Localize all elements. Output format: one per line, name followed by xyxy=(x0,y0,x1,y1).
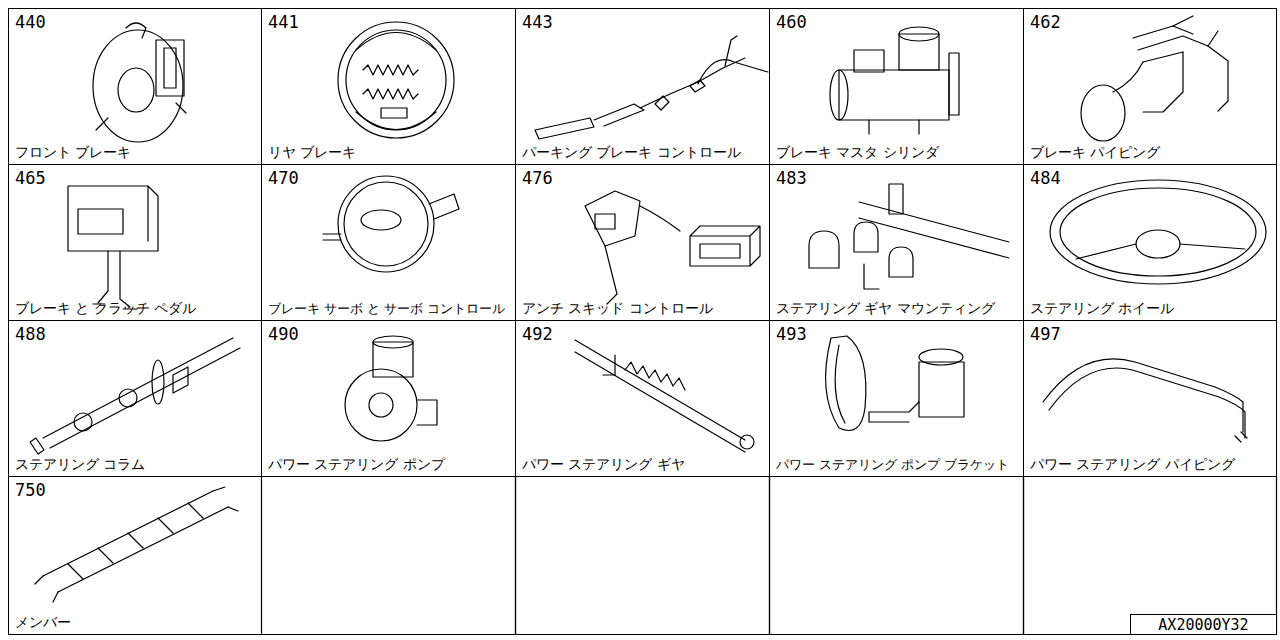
empty-cells xyxy=(262,477,1277,635)
part-group-name: パワー ステアリング パイピング xyxy=(1030,456,1235,473)
part-group-cell: 497 パワー ステアリング パイピング xyxy=(1023,320,1277,477)
pedal-figure xyxy=(68,186,158,309)
part-group-name: ブレーキ マスタ シリンダ xyxy=(776,144,939,161)
part-group-cell: 460 ブレーキ マスタ シリンダ xyxy=(769,8,1024,165)
callout-number: 470 xyxy=(268,168,299,188)
callout-number: 492 xyxy=(522,324,553,344)
part-group-name: アンチ スキッド コントロール xyxy=(522,300,713,317)
part-group-name: フロント ブレーキ xyxy=(15,144,131,161)
callout-number: 440 xyxy=(15,12,46,32)
member-figure xyxy=(35,487,238,602)
part-group-name: ステアリング コラム xyxy=(15,456,145,473)
drawing-code-box: AX20000Y32 xyxy=(1130,614,1277,635)
part-group-cell: 465 ブレーキ と クラッチ ペダル xyxy=(8,164,262,321)
callout-number: 750 xyxy=(15,480,46,500)
callout-number: 443 xyxy=(522,12,553,32)
callout-number: 476 xyxy=(522,168,553,188)
steering-column-figure xyxy=(30,338,240,454)
part-group-name: ブレーキ サーボ と サーボ コントロール xyxy=(268,302,505,317)
part-group-name: ブレーキ パイピング xyxy=(1030,144,1160,161)
part-group-cell: 441 リヤ ブレーキ xyxy=(261,8,516,165)
parking-brake-figure xyxy=(535,36,768,139)
callout-number: 465 xyxy=(15,168,46,188)
part-group-cell: 492 パワー ステアリング ギヤ xyxy=(515,320,770,477)
ps-piping-figure xyxy=(1043,359,1247,442)
callout-number: 497 xyxy=(1030,324,1061,344)
drawing-code: AX20000Y32 xyxy=(1158,616,1248,634)
part-group-cell: 493 パワー ステアリング ポンプ ブラケット xyxy=(769,320,1024,477)
part-group-name: ブレーキ と クラッチ ペダル xyxy=(15,300,196,317)
gear-mounting-figure xyxy=(809,184,1009,289)
part-group-name: パワー ステアリング ポンプ ブラケット xyxy=(776,458,1009,473)
ps-pump-figure xyxy=(345,336,437,441)
part-group-name: ステアリング ホイール xyxy=(1030,300,1174,317)
part-group-cell: 490 パワー ステアリング ポンプ xyxy=(261,320,516,477)
pump-bracket-figure xyxy=(826,336,964,431)
part-group-name: ステアリング ギヤ マウンティング xyxy=(776,300,995,317)
part-group-cell: 476 アンチ スキッド コントロール xyxy=(515,164,770,321)
part-group-cell: 440 フロント ブレーキ xyxy=(8,8,262,165)
front-brake-figure xyxy=(93,23,186,142)
part-group-name: パワー ステアリング ギヤ xyxy=(522,456,685,473)
callout-number: 493 xyxy=(776,324,807,344)
part-group-name: メンバー xyxy=(15,614,71,631)
part-group-cell: 483 ステアリング ギヤ マウンティング xyxy=(769,164,1024,321)
brake-piping-figure xyxy=(1081,16,1228,141)
brake-servo-figure xyxy=(323,176,459,272)
part-group-name: パーキング ブレーキ コントロール xyxy=(522,144,741,161)
callout-number: 488 xyxy=(15,324,46,344)
part-group-cell: 750 メンバー xyxy=(8,476,262,635)
part-group-name: リヤ ブレーキ xyxy=(268,144,356,161)
part-group-cell: 484 ステアリング ホイール xyxy=(1023,164,1277,321)
steering-wheel-figure xyxy=(1050,180,1266,284)
callout-number: 483 xyxy=(776,168,807,188)
callout-number: 460 xyxy=(776,12,807,32)
part-group-cell: 462 ブレーキ パイピング xyxy=(1023,8,1277,165)
ps-gear-figure xyxy=(575,340,754,452)
callout-number: 490 xyxy=(268,324,299,344)
part-group-cell: 488 ステアリング コラム xyxy=(8,320,262,477)
callout-number: 462 xyxy=(1030,12,1061,32)
rear-brake-figure xyxy=(338,22,454,138)
anti-skid-figure xyxy=(585,191,760,304)
part-group-name: パワー ステアリング ポンプ xyxy=(268,456,445,473)
callout-number: 441 xyxy=(268,12,299,32)
part-group-cell: 470 ブレーキ サーボ と サーボ コントロール xyxy=(261,164,516,321)
part-group-cell: 443 パーキング ブレーキ コントロール xyxy=(515,8,770,165)
master-cylinder-figure xyxy=(830,27,959,134)
callout-number: 484 xyxy=(1030,168,1061,188)
